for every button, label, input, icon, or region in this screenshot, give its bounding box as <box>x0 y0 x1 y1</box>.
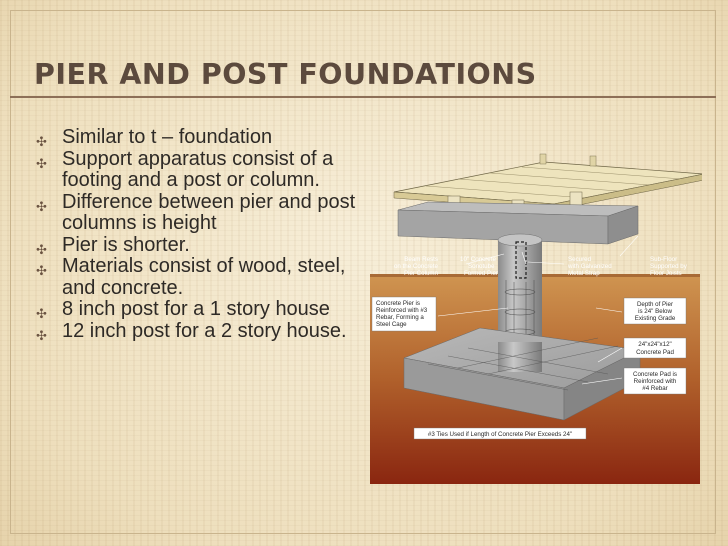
callout-depth: Depth of Pier is 24" Below Existing Grad… <box>623 297 687 325</box>
label-padreinf-1: Concrete Pad is <box>633 371 677 378</box>
slide-frame <box>10 10 716 534</box>
label-sonotube: Sonotube <box>468 263 495 270</box>
callout-ties: #3 Ties Used if Length of Concrete Pier … <box>413 427 587 440</box>
bullet-item: ✣ Materials consist of wood, steel, and c… <box>36 255 366 299</box>
label-pad-1: 24"x24"x12" <box>638 341 671 348</box>
label-floor-joists: Floor Joists <box>650 270 682 277</box>
wind-rose-bullet-icon: ✣ <box>36 327 47 343</box>
bullet-text: Similar to t – foundation <box>62 126 273 148</box>
bullet-item: ✣ 12 inch post for a 2 story house. <box>36 319 366 343</box>
label-reinforced-2: Reinforced with #3 <box>376 307 428 314</box>
concrete-pad <box>403 327 641 421</box>
label-metal-strap: Metal Strap <box>568 270 600 277</box>
label-beam-rests: Beam Rests <box>404 256 438 263</box>
bullet-item: ✣ Similar to t – foundation <box>36 126 366 149</box>
label-pad-2: Concrete Pad <box>636 349 674 356</box>
label-reinforced-1: Concrete Pier is <box>376 300 420 307</box>
bullet-text: Pier is shorter. <box>62 233 190 256</box>
wind-rose-bullet-icon: ✣ <box>36 155 47 171</box>
label-depth-2: is 24" Below <box>638 308 672 315</box>
label-padreinf-3: #4 Rebar <box>642 385 667 392</box>
label-beam-rests-3: Pier Column <box>404 270 439 277</box>
wind-rose-bullet-icon: ✣ <box>36 198 47 214</box>
title-underline <box>10 96 716 98</box>
label-beam-rests-2: on the Concrete <box>394 263 439 270</box>
label-depth-3: Existing Grade <box>635 315 676 322</box>
callout-pad-reinforced: Concrete Pad is Reinforced with #4 Rebar <box>623 367 687 395</box>
pier-foundation-diagram: Beam Rests on the Concrete Pier Column 1… <box>368 152 702 484</box>
callout-pad-size: 24"x24"x12" Concrete Pad <box>623 337 687 359</box>
label-sub-floor: Sub-Floor <box>650 256 677 263</box>
beam <box>397 201 639 245</box>
wind-rose-bullet-icon: ✣ <box>36 306 47 321</box>
bullet-item: ✣ Support apparatus consist of a footing … <box>36 147 366 192</box>
label-10-concrete: 10" Concrete <box>460 256 496 263</box>
label-padreinf-2: Reinforced with <box>634 378 677 385</box>
bullet-item: ✣ Difference between pier and post column… <box>36 190 366 235</box>
pier-foundation-illustration: Beam Rests on the Concrete Pier Column 1… <box>370 153 702 484</box>
bullet-text: Support apparatus consist of a footing a… <box>62 147 334 191</box>
callout-concrete-pier: Concrete Pier is Reinforced with #3 Reba… <box>371 296 437 332</box>
bullet-list: ✣ Similar to t – foundation ✣ Support appa… <box>36 126 366 343</box>
wind-rose-bullet-icon: ✣ <box>36 263 47 278</box>
bullet-text: Materials consist of wood, steel, and co… <box>62 255 346 299</box>
wind-rose-bullet-icon: ✣ <box>36 134 47 149</box>
slide-title: PIER AND POST FOUNDATIONS <box>34 58 537 91</box>
bullet-text: Difference between pier and post columns… <box>62 190 356 234</box>
bullet-text: 12 inch post for a 2 story house. <box>62 319 347 342</box>
label-formed-pier: Formed Pier <box>464 270 498 277</box>
bullet-text: 8 inch post for a 1 story house <box>62 298 330 320</box>
label-supported-by: Supported by <box>650 263 688 270</box>
label-reinforced-4: Steel Cage <box>376 321 407 328</box>
bullet-item: ✣ Pier is shorter. <box>36 233 366 257</box>
bullet-item: ✣ 8 inch post for a 1 story house <box>36 298 366 321</box>
wind-rose-bullet-icon: ✣ <box>36 241 47 257</box>
label-reinforced-3: Rebar, Forming a <box>376 314 424 321</box>
label-secured: Secured <box>568 256 592 263</box>
label-galvanized: with Galvanized <box>567 263 612 270</box>
label-ties: #3 Ties Used if Length of Concrete Pier … <box>428 431 572 438</box>
label-depth-1: Depth of Pier <box>637 301 673 308</box>
callout-leaders <box>437 235 639 385</box>
